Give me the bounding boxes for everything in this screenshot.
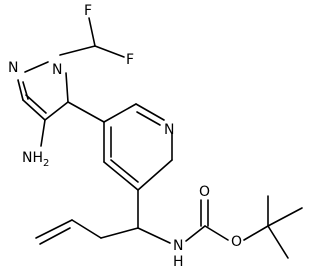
bond — [267, 207, 303, 227]
bond — [204, 225, 229, 241]
atom-h-carbamate: H — [173, 254, 184, 270]
bond — [71, 219, 102, 239]
atom-n-carbamate: N — [173, 238, 183, 254]
atom-f-right: F — [126, 52, 134, 68]
bond — [267, 225, 289, 259]
bond — [136, 111, 161, 126]
bond — [25, 94, 47, 114]
bond — [67, 101, 105, 123]
atom-o-carbonyl: O — [199, 184, 210, 200]
bonds — [17, 17, 303, 259]
bond — [65, 72, 69, 103]
bond — [17, 79, 24, 101]
bond — [243, 225, 269, 241]
atom-o-ester: O — [231, 234, 242, 250]
bond — [40, 119, 46, 147]
bond — [44, 101, 69, 121]
atom-f-left: F — [84, 3, 92, 19]
bond — [35, 219, 73, 239]
bond — [22, 81, 29, 100]
bond — [103, 103, 137, 123]
bond — [137, 227, 171, 244]
bond — [94, 45, 125, 58]
bond — [59, 45, 96, 56]
atom-n1: N — [8, 60, 18, 76]
atom-n2: N — [52, 62, 62, 78]
bond — [103, 161, 139, 191]
bond — [88, 17, 96, 47]
atom-n-pyridine: N — [164, 122, 174, 138]
atom-amine: NH2 — [22, 150, 49, 169]
bond — [22, 99, 46, 121]
bond — [24, 61, 49, 73]
bond — [185, 225, 206, 242]
bond — [39, 227, 71, 245]
bond — [137, 159, 173, 191]
atom-labels: N N N F F NH2 O O N H — [8, 3, 242, 270]
bond — [135, 103, 165, 121]
bond — [100, 227, 139, 239]
bond — [110, 159, 139, 183]
